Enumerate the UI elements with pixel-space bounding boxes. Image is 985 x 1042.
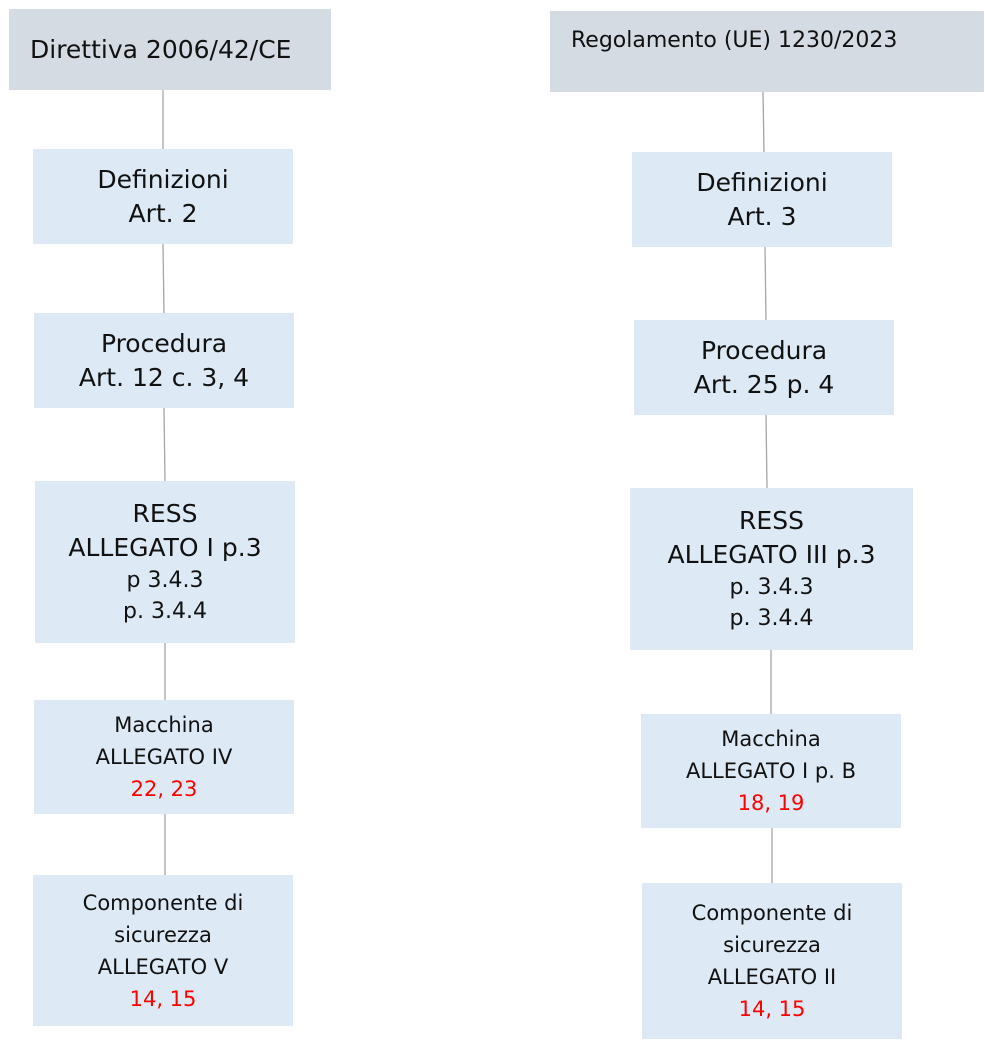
- left-macchina-numbers: 22, 23: [130, 777, 198, 801]
- right-ress-point-1: p. 3.4.3: [729, 575, 814, 600]
- left-macchina-box: Macchina ALLEGATO IV 22, 23: [34, 700, 294, 814]
- left-definizioni-box: Definizioni Art. 2: [33, 149, 293, 244]
- connector-left-3: [163, 407, 166, 482]
- left-definizioni-article: Art. 2: [128, 198, 198, 228]
- right-componente-label-1: Componente di: [691, 901, 853, 925]
- right-componente-label-2: sicurezza: [723, 933, 821, 957]
- right-ress-point-2: p. 3.4.4: [729, 606, 814, 631]
- left-componente-label-2: sicurezza: [114, 922, 212, 947]
- right-componente-numbers: 14, 15: [738, 997, 806, 1021]
- connector-right-1: [762, 91, 765, 153]
- left-procedura-box: Procedura Art. 12 c. 3, 4: [34, 313, 294, 408]
- right-ress-box: RESS ALLEGATO III p.3 p. 3.4.3 p. 3.4.4: [630, 488, 913, 650]
- left-ress-point-2: p. 3.4.4: [123, 599, 207, 624]
- right-header-box: Regolamento (UE) 1230/2023: [550, 11, 984, 92]
- left-ress-annex: ALLEGATO I p.3: [68, 533, 262, 562]
- left-ress-label: RESS: [132, 499, 198, 528]
- left-componente-box: Componente di sicurezza ALLEGATO V 14, 1…: [33, 875, 293, 1026]
- left-procedura-article: Art. 12 c. 3, 4: [78, 362, 250, 392]
- left-procedura-label: Procedura: [100, 328, 228, 358]
- left-componente-label-1: Componente di: [82, 890, 244, 915]
- connector-left-2: [162, 243, 165, 314]
- right-macchina-annex: ALLEGATO I p. B: [685, 759, 857, 783]
- right-ress-annex: ALLEGATO III p.3: [667, 540, 876, 569]
- right-procedura-article: Art. 25 p. 4: [693, 369, 835, 399]
- left-macchina-label: Macchina: [114, 713, 214, 737]
- right-ress-label: RESS: [739, 506, 804, 535]
- left-componente-annex: ALLEGATO V: [97, 954, 229, 979]
- right-definizioni-label: Definizioni: [696, 167, 828, 197]
- right-procedura-label: Procedura: [700, 335, 828, 365]
- right-procedura-box: Procedura Art. 25 p. 4: [634, 320, 894, 415]
- left-macchina-annex: ALLEGATO IV: [95, 745, 233, 769]
- connector-right-3: [765, 414, 768, 489]
- left-ress-box: RESS ALLEGATO I p.3 p 3.4.3 p. 3.4.4: [35, 481, 295, 643]
- right-header-title: Regolamento (UE) 1230/2023: [571, 28, 898, 53]
- connector-right-2: [764, 246, 767, 321]
- left-header-box: Direttiva 2006/42/CE: [9, 9, 331, 90]
- left-ress-point-1: p 3.4.3: [126, 568, 204, 593]
- right-macchina-label: Macchina: [721, 727, 821, 751]
- left-definizioni-label: Definizioni: [97, 164, 229, 194]
- right-componente-annex: ALLEGATO II: [707, 965, 837, 989]
- right-componente-box: Componente di sicurezza ALLEGATO II 14, …: [642, 883, 902, 1039]
- left-componente-numbers: 14, 15: [129, 986, 197, 1011]
- left-header-title: Direttiva 2006/42/CE: [30, 35, 292, 64]
- right-definizioni-box: Definizioni Art. 3: [632, 152, 892, 247]
- right-macchina-numbers: 18, 19: [737, 791, 805, 815]
- right-macchina-box: Macchina ALLEGATO I p. B 18, 19: [641, 714, 901, 828]
- right-definizioni-article: Art. 3: [727, 201, 797, 231]
